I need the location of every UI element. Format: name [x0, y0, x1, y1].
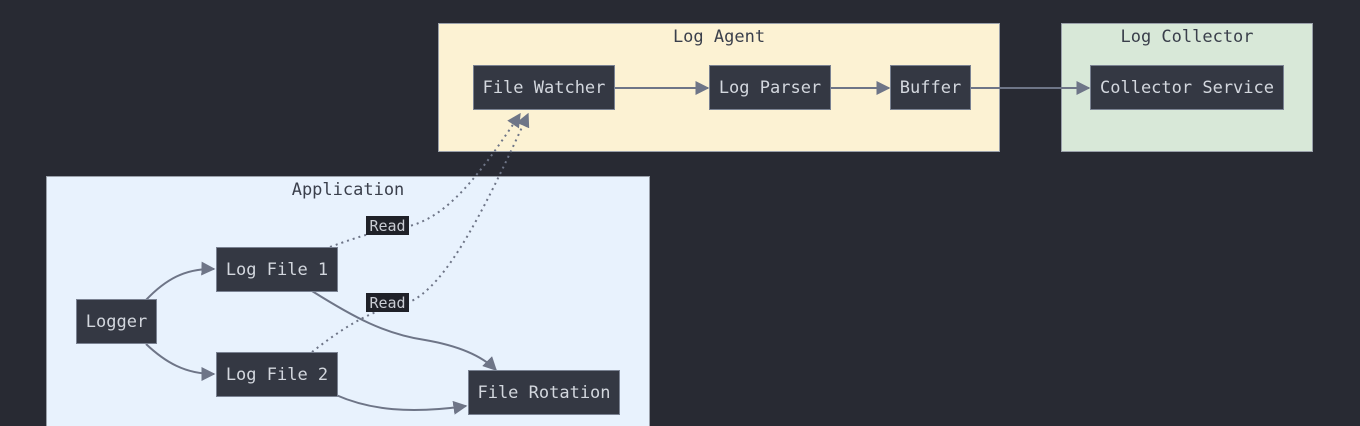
edge-logger-to-log-file-1 [145, 261, 216, 301]
log-collector-cluster-title: Log Collector [1120, 27, 1254, 47]
edge-log-file-1-to-file-rotation [311, 290, 497, 371]
node-log-file-2[interactable]: Log File 2 [216, 352, 338, 397]
application-cluster-title: Application [291, 180, 405, 200]
node-log-parser[interactable]: Log Parser [709, 65, 831, 110]
edge-log-file-1-to-file-watcher-read [329, 112, 521, 248]
log-agent-cluster-title: Log Agent [672, 27, 766, 47]
node-file-watcher[interactable]: File Watcher [473, 65, 615, 110]
edge-log-file-2-to-file-rotation [335, 394, 468, 415]
node-collector-service[interactable]: Collector Service [1090, 65, 1284, 110]
node-logger[interactable]: Logger [76, 299, 157, 344]
edge-label-read-2: Read [366, 293, 409, 312]
edge-logger-to-log-file-2 [145, 343, 216, 381]
edge-label-read-1: Read [366, 216, 409, 235]
node-file-rotation[interactable]: File Rotation [468, 370, 620, 415]
node-buffer[interactable]: Buffer [890, 65, 971, 110]
node-log-file-1[interactable]: Log File 1 [216, 247, 338, 292]
